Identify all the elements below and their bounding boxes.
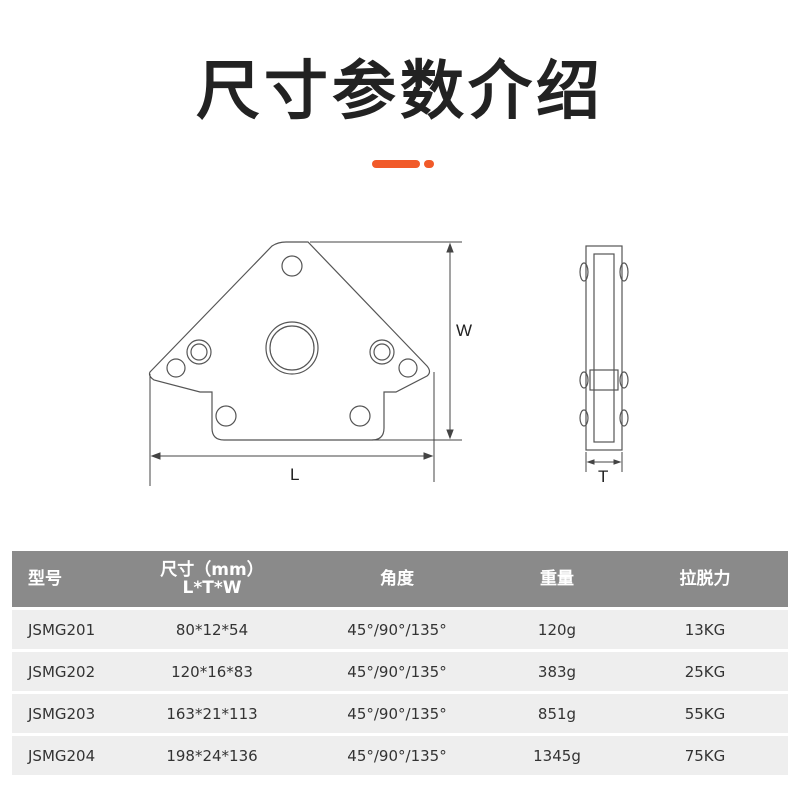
plate-outline: [148, 241, 431, 441]
hole-top: [281, 255, 303, 277]
cell-model: JSMG203: [28, 704, 96, 723]
hole-bottom-right: [349, 405, 371, 427]
table-header: 型号 尺寸（mm） L*T*W 角度 重量 拉脱力: [12, 551, 788, 607]
table-row: JSMG202 120*16*83 45°/90°/135° 383g 25KG: [12, 649, 788, 691]
cell-weight: 120g: [537, 620, 577, 639]
side-view: [579, 245, 629, 451]
title-accent-dot: [424, 160, 434, 168]
cell-model: JSMG202: [28, 662, 96, 681]
spec-table: 型号 尺寸（mm） L*T*W 角度 重量 拉脱力 JSMG201 80*12*…: [12, 551, 788, 775]
header-size: 尺寸（mm） L*T*W: [122, 551, 302, 607]
cell-pull-force: 13KG: [684, 620, 726, 639]
hole-left-outer: [186, 339, 212, 365]
header-pull-force: 拉脱力: [679, 569, 731, 589]
table-row: JSMG201 80*12*54 45°/90°/135° 120g 13KG: [12, 607, 788, 649]
cell-angle: 45°/90°/135°: [347, 746, 447, 765]
cell-pull-force: 25KG: [684, 662, 726, 681]
cell-size: 163*21*113: [166, 704, 258, 723]
hole-far-left: [166, 358, 186, 378]
header-angle: 角度: [380, 569, 414, 589]
hole-bottom-left: [215, 405, 237, 427]
technical-drawing: W L T: [148, 241, 629, 486]
hole-right-inner: [373, 343, 391, 361]
center-magnet-inner: [269, 325, 315, 371]
dimension-t-label: T: [598, 467, 608, 486]
cell-size: 80*12*54: [175, 620, 249, 639]
dimension-w-label: W: [456, 321, 472, 340]
center-magnet-outer: [265, 321, 319, 375]
cell-weight: 851g: [537, 704, 577, 723]
cell-model: JSMG201: [28, 620, 96, 639]
table-row: JSMG204 198*24*136 45°/90°/135° 1345g 75…: [12, 733, 788, 775]
hole-far-right: [398, 358, 418, 378]
cell-model: JSMG204: [28, 746, 96, 765]
cell-angle: 45°/90°/135°: [347, 662, 447, 681]
dimension-l-label: L: [290, 465, 299, 484]
cell-pull-force: 55KG: [684, 704, 726, 723]
cell-size: 198*24*136: [166, 746, 258, 765]
header-size-sub: L*T*W: [182, 578, 242, 598]
cell-weight: 383g: [537, 662, 577, 681]
hole-right-outer: [369, 339, 395, 365]
cell-angle: 45°/90°/135°: [347, 704, 447, 723]
header-model: 型号: [28, 569, 62, 589]
cell-weight: 1345g: [533, 746, 581, 765]
hole-left-inner: [190, 343, 208, 361]
cell-angle: 45°/90°/135°: [347, 620, 447, 639]
title-accent-bar: [372, 160, 420, 168]
page-title: 尺寸参数介绍: [196, 55, 604, 129]
cell-pull-force: 75KG: [684, 746, 726, 765]
cell-size: 120*16*83: [171, 662, 253, 681]
header-weight: 重量: [540, 569, 574, 589]
table-row: JSMG203 163*21*113 45°/90°/135° 851g 55K…: [12, 691, 788, 733]
header-size-label: 尺寸（mm）: [160, 560, 264, 580]
